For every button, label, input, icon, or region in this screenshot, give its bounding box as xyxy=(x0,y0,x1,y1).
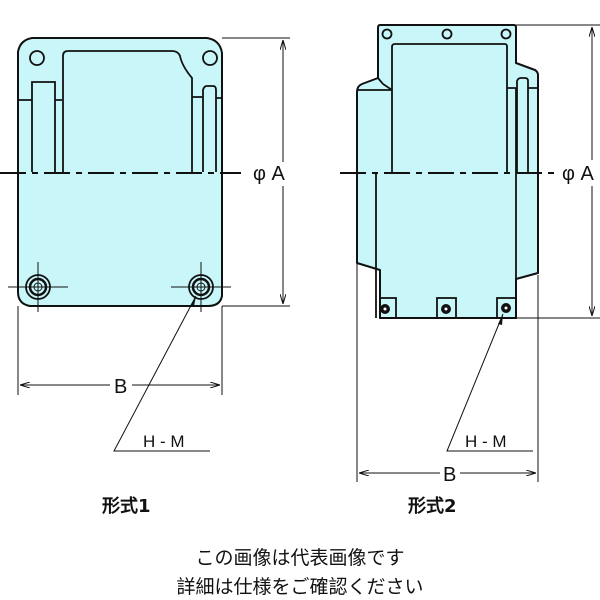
bolt xyxy=(496,297,517,319)
note-representative-image: この画像は代表画像です xyxy=(195,547,405,569)
figure2-dim-width: B xyxy=(443,464,456,486)
figure1-dim-diameter: φ A xyxy=(253,163,286,185)
bolt xyxy=(436,297,457,319)
figure2-caption: 形式2 xyxy=(408,496,457,517)
bolt xyxy=(171,262,231,312)
figure2-body xyxy=(356,24,539,319)
figure1-dim-width: B xyxy=(114,376,127,398)
bolt xyxy=(8,262,68,312)
bolt xyxy=(379,297,397,319)
mount-hole xyxy=(202,50,218,66)
mount-hole xyxy=(29,50,45,66)
figure2-drawing: φ A B H - M xyxy=(340,24,600,486)
figure1-window xyxy=(62,50,193,172)
figure1-caption: 形式1 xyxy=(102,496,151,517)
figure2-dim-bolt: H - M xyxy=(465,432,507,451)
figure2-window xyxy=(391,43,508,172)
figure2-dim-diameter: φ A xyxy=(562,163,595,185)
note-check-specs: 詳細は仕様をご確認ください xyxy=(176,576,424,598)
figure1-drawing: φ A B H - M xyxy=(0,37,290,452)
figure1-dim-bolt: H - M xyxy=(143,432,185,451)
